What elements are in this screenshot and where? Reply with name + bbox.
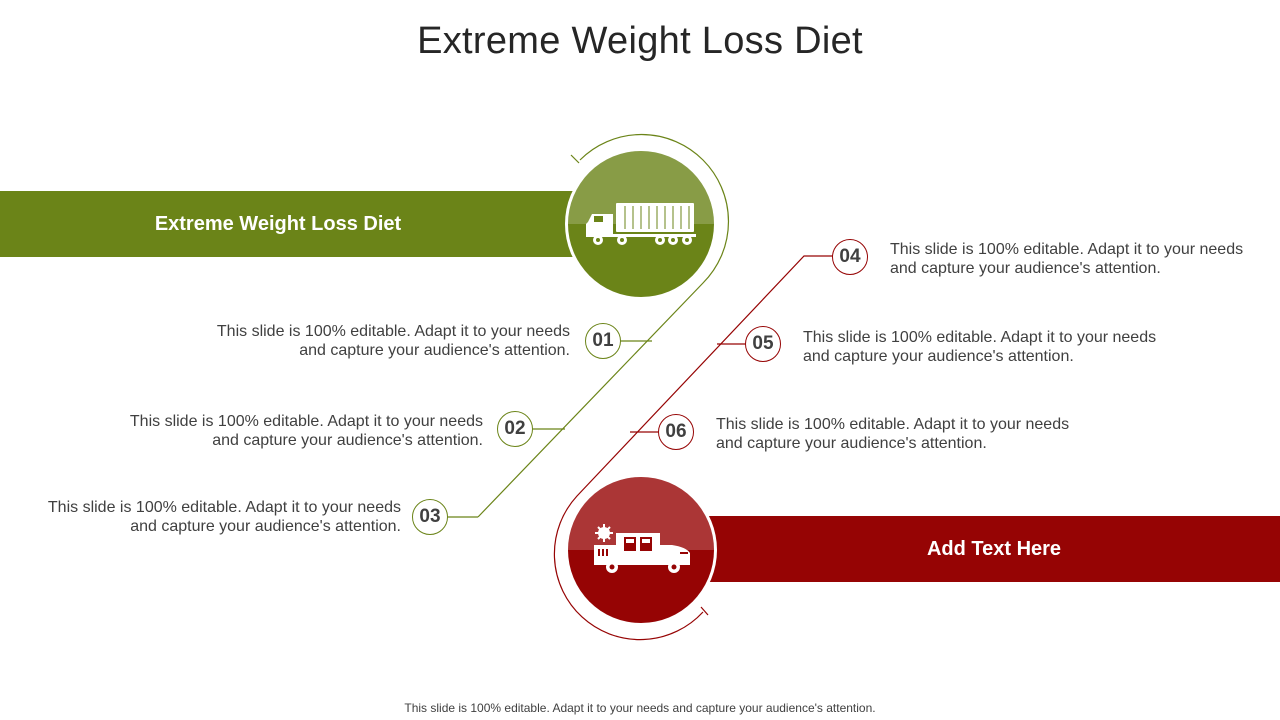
step-badge-04: 04 bbox=[832, 239, 868, 275]
step-text-02: This slide is 100% editable. Adapt it to… bbox=[129, 413, 483, 449]
bottom-banner: Add Text Here bbox=[640, 516, 1280, 582]
step-text-04: This slide is 100% editable. Adapt it to… bbox=[890, 241, 1244, 277]
step-badge-02: 02 bbox=[497, 411, 533, 447]
step-badge-06: 06 bbox=[658, 414, 694, 450]
top-banner: Extreme Weight Loss Diet bbox=[0, 191, 640, 257]
rv-camper-icon bbox=[594, 524, 690, 573]
top-banner-label: Extreme Weight Loss Diet bbox=[154, 212, 402, 235]
bottom-banner-label: Add Text Here bbox=[926, 537, 1062, 560]
step-badge-03: 03 bbox=[412, 499, 448, 535]
truck-icon bbox=[586, 203, 696, 245]
page-title: Extreme Weight Loss Diet bbox=[417, 20, 863, 62]
step-text-03: This slide is 100% editable. Adapt it to… bbox=[47, 499, 401, 535]
footer-note: This slide is 100% editable. Adapt it to… bbox=[404, 701, 876, 715]
green-connector-arc bbox=[477, 133, 730, 518]
green-arc-tick bbox=[570, 154, 580, 164]
step-text-06: This slide is 100% editable. Adapt it to… bbox=[716, 416, 1070, 452]
step-text-05: This slide is 100% editable. Adapt it to… bbox=[803, 329, 1157, 365]
step-badge-01: 01 bbox=[585, 323, 621, 359]
red-connector-arc bbox=[553, 255, 833, 641]
step-text-01: This slide is 100% editable. Adapt it to… bbox=[216, 323, 570, 359]
step-badge-05: 05 bbox=[745, 326, 781, 362]
red-arc-tick bbox=[700, 606, 709, 616]
